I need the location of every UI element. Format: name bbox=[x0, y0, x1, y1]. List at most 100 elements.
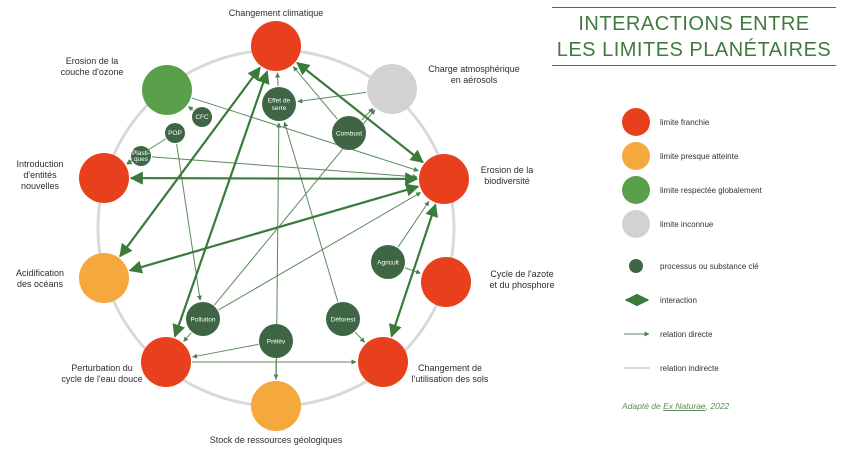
legend-label: limite franchie bbox=[660, 117, 710, 127]
process-label: Combust bbox=[336, 130, 362, 137]
boundary-circle-unknown bbox=[367, 64, 417, 114]
process-label: POP bbox=[168, 130, 182, 137]
legend-symbol bbox=[622, 176, 656, 204]
boundary-circle-respected bbox=[142, 65, 192, 115]
boundary-circle-near bbox=[79, 253, 129, 303]
legend-line-direct bbox=[624, 331, 650, 337]
process-prelev: Prélèv bbox=[259, 324, 293, 358]
process-label: CFC bbox=[195, 114, 209, 121]
legend-dot-unknown bbox=[622, 210, 650, 238]
credit-prefix: Adapté de bbox=[622, 401, 664, 411]
legend-item-indirect: relation indirecte bbox=[622, 354, 719, 382]
legend-line-interaction bbox=[624, 294, 650, 306]
boundary-label: cycle de l'eau douce bbox=[61, 374, 142, 384]
legend-label: limite respectée globalement bbox=[660, 185, 762, 195]
boundary-label: d'entités bbox=[23, 170, 57, 180]
process-circle bbox=[332, 116, 366, 150]
process-label: Agricult bbox=[377, 259, 399, 266]
process-circle bbox=[186, 302, 220, 336]
boundary-circle-crossed bbox=[419, 154, 469, 204]
legend-item-status: limite presque atteinte bbox=[622, 142, 738, 170]
legend-label: relation directe bbox=[660, 329, 713, 339]
credit: Adapté de Ex Naturae, 2022 bbox=[622, 401, 729, 411]
interaction-biodiversity-acid bbox=[128, 183, 420, 274]
legend-symbol bbox=[622, 108, 656, 136]
process-label: Pollution bbox=[191, 316, 216, 323]
legend-symbol bbox=[622, 142, 656, 170]
title-line-2: LES LIMITES PLANÉTAIRES bbox=[556, 39, 832, 61]
legend-item-direct: relation directe bbox=[622, 320, 712, 348]
legend-process-dot bbox=[629, 259, 643, 273]
boundary-circle-crossed bbox=[79, 153, 129, 203]
boundary-circle-near bbox=[251, 381, 301, 431]
direct-relation-combust-climate bbox=[292, 66, 338, 120]
legend-dot-near bbox=[622, 142, 650, 170]
process-plast: Plasti-ques bbox=[131, 146, 151, 166]
legend-item-status: limite inconnue bbox=[622, 210, 713, 238]
direct-relation-aerosols-ges bbox=[297, 91, 367, 104]
process-label: serre bbox=[272, 105, 287, 112]
boundary-landuse: Changement del'utilisation des sols bbox=[358, 337, 489, 387]
boundary-label: Stock de ressources géologiques bbox=[210, 435, 343, 445]
legend-label: processus ou substance clé bbox=[660, 261, 759, 271]
process-circle bbox=[131, 146, 151, 166]
boundary-label: en aérosols bbox=[451, 75, 498, 85]
legend-label: limite presque atteinte bbox=[660, 151, 739, 161]
process-agri: Agricult bbox=[371, 245, 405, 279]
direct-relation-cfc-ozone bbox=[187, 106, 194, 112]
process-label: ques bbox=[134, 156, 149, 163]
legend-label: limite inconnue bbox=[660, 219, 714, 229]
legend-label: interaction bbox=[660, 295, 697, 305]
boundary-label: Charge atmosphérique bbox=[428, 64, 520, 74]
boundary-label: Introduction bbox=[16, 159, 63, 169]
title-line-1: INTERACTIONS ENTRE bbox=[578, 13, 810, 35]
boundary-circle-crossed bbox=[141, 337, 191, 387]
legend-symbol bbox=[622, 286, 656, 314]
direct-relation-ges-climate bbox=[275, 72, 281, 87]
direct-relation-defores-landuse bbox=[354, 331, 365, 343]
boundary-label: couche d'ozone bbox=[61, 67, 124, 77]
process-circle bbox=[165, 123, 185, 143]
legend-dot-crossed bbox=[622, 108, 650, 136]
credit-suffix: , 2022 bbox=[705, 401, 730, 411]
process-label: Effet de bbox=[268, 98, 291, 105]
legend-item-status: limite respectée globalement bbox=[622, 176, 762, 204]
boundary-label: Erosion de la bbox=[66, 56, 119, 66]
process-label: Prélèv bbox=[267, 338, 286, 345]
boundary-label: Perturbation du bbox=[71, 363, 133, 373]
legend-dot-respected bbox=[622, 176, 650, 204]
boundary-label: et du phosphore bbox=[489, 280, 554, 290]
boundary-label: l'utilisation des sols bbox=[412, 374, 489, 384]
legend-item-process: processus ou substance clé bbox=[622, 252, 759, 280]
process-circle bbox=[192, 107, 212, 127]
boundary-circle-crossed bbox=[421, 257, 471, 307]
boundary-label: Changement de bbox=[418, 363, 482, 373]
interaction-climate-biodiversity bbox=[296, 61, 424, 164]
interaction-landuse-biodiversity bbox=[389, 203, 438, 338]
boundary-climate: Changement climatique bbox=[229, 8, 324, 71]
process-pop: POP bbox=[165, 123, 185, 143]
legend-symbol bbox=[622, 354, 656, 382]
process-circle bbox=[259, 324, 293, 358]
legend-item-status: limite franchie bbox=[622, 108, 709, 136]
legend-label: relation indirecte bbox=[660, 363, 719, 373]
legend-symbol bbox=[622, 252, 656, 280]
title-rule-top bbox=[552, 7, 836, 8]
boundary-label: Erosion de la bbox=[481, 165, 534, 175]
process-label: Plasti- bbox=[132, 150, 150, 157]
boundary-label: Changement climatique bbox=[229, 8, 324, 18]
boundary-circle-crossed bbox=[251, 21, 301, 71]
title-rule-bottom bbox=[552, 65, 836, 66]
process-circle bbox=[371, 245, 405, 279]
process-label: Déforest bbox=[331, 316, 356, 323]
legend-symbol bbox=[622, 210, 656, 238]
